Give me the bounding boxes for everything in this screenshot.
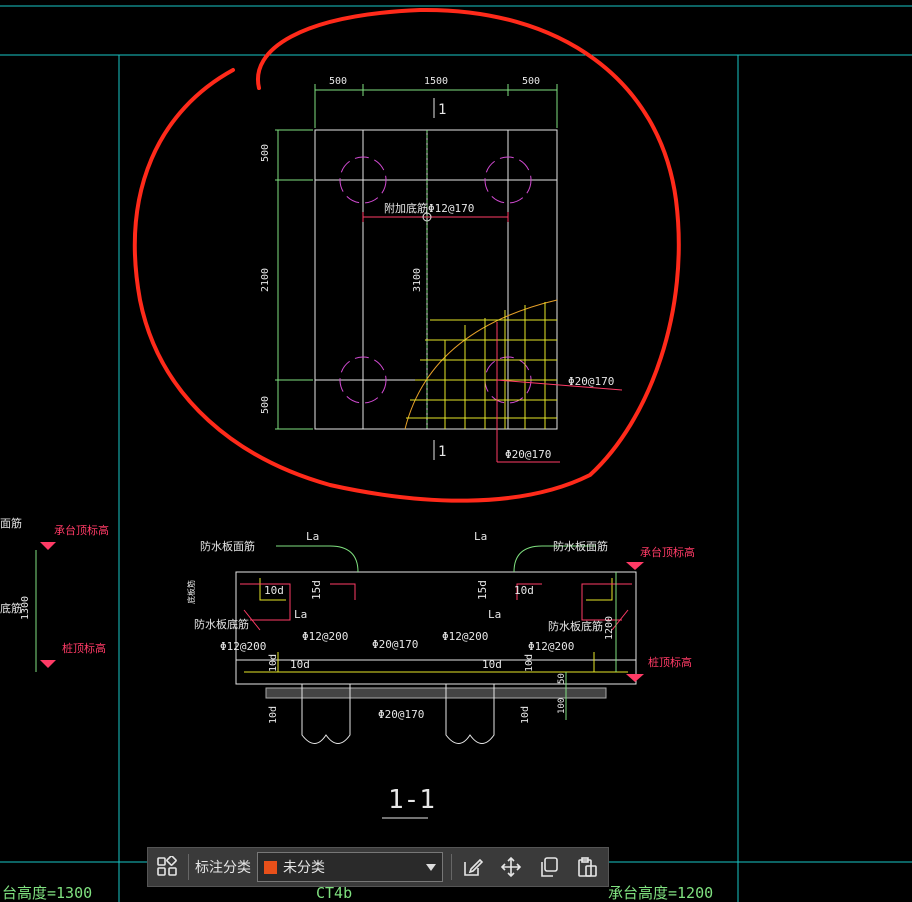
section-10d-7: 10d <box>268 706 279 724</box>
section-15d-right: 15d <box>476 580 489 600</box>
section-rebar-5: Φ12@200 <box>528 640 574 653</box>
section-wp-top-right: 防水板面筋 <box>553 539 608 553</box>
plan-dim-left-2: 2100 <box>260 268 271 292</box>
section-mark-top: 1 <box>438 102 446 118</box>
section-cap-top-right: 承台顶标高 <box>640 545 695 559</box>
plan-dim-top-2: 1500 <box>424 76 448 87</box>
plan-dim-top-1: 500 <box>329 76 347 87</box>
section-dim-1300: 1300 <box>20 596 31 620</box>
edit-icon <box>464 858 484 876</box>
toolbar-separator <box>451 854 452 880</box>
toolbar-separator <box>188 854 189 880</box>
section-10d-1: 10d <box>264 584 284 597</box>
category-selected-value: 未分类 <box>283 860 325 876</box>
annotation-ellipse <box>132 7 681 503</box>
section-15d-left: 15d <box>310 580 323 600</box>
plan-dim-center: 3100 <box>412 268 423 292</box>
section-rebar-6: Φ20@170 <box>378 708 424 721</box>
plan-label-right: Φ20@170 <box>568 375 614 388</box>
section-pile-top-right: 桩顶标高 <box>648 655 692 669</box>
section-pile-top-left: 桩顶标高 <box>62 641 106 655</box>
section-rebar-4: Φ12@200 <box>442 630 488 643</box>
section-10d-5: 10d <box>268 654 279 672</box>
grid-icon <box>157 856 177 876</box>
section-10d-8: 10d <box>520 706 531 724</box>
plan-label-extra-bottom: 附加底筋Φ12@170 <box>384 201 474 215</box>
move-button[interactable] <box>495 851 527 883</box>
section-wp-bottom-right: 防水板底筋 <box>548 619 603 633</box>
paste-icon <box>578 857 597 877</box>
annotation-category-select[interactable]: 未分类 <box>257 852 443 882</box>
section-dim-1200: 1200 <box>604 616 615 640</box>
bottom-center-id: CT4b <box>316 884 352 902</box>
section-dim-100: 100 <box>557 698 567 714</box>
copy-icon <box>541 857 558 877</box>
plan-dim-top-3: 500 <box>522 76 540 87</box>
move-icon <box>500 856 522 878</box>
section-10d-4: 10d <box>482 658 502 671</box>
section-rebar-3: Φ20@170 <box>372 638 418 651</box>
section-wp-bottom-left: 防水板底筋 <box>194 617 249 631</box>
drawing-frame <box>0 5 912 902</box>
bottom-right-cap-height: 承台高度=1200 <box>608 884 713 902</box>
left-fragment-top: 面筋 <box>0 516 22 530</box>
chevron-down-icon <box>426 863 436 871</box>
section-la-right: La <box>474 530 487 543</box>
plan-view: 500 1500 500 500 2100 500 3100 1 1 附加底筋Φ… <box>260 76 623 463</box>
section-10d-2: 10d <box>514 584 534 597</box>
section-la-inner-right: La <box>488 608 501 621</box>
section-title: 1-1 <box>388 785 435 815</box>
section-la-left: La <box>306 530 319 543</box>
section-mark-bottom: 1 <box>438 444 446 460</box>
section-rebar-2: Φ12@200 <box>302 630 348 643</box>
section-rebar-1: Φ12@200 <box>220 640 266 653</box>
section-la-inner-left: La <box>294 608 307 621</box>
left-fragment-mid: 底筋 <box>0 601 22 615</box>
section-cap-top-left: 承台顶标高 <box>54 523 109 537</box>
paste-button[interactable] <box>571 851 603 883</box>
plan-dim-left-1: 500 <box>260 144 271 162</box>
section-bottom-tag: 底板筋 <box>186 580 196 604</box>
section-dim-50: 50 <box>557 673 567 684</box>
plan-label-bottom: Φ20@170 <box>505 448 551 461</box>
section-wp-top-left: 防水板面筋 <box>200 539 255 553</box>
edit-button[interactable] <box>457 851 489 883</box>
category-color-swatch <box>264 860 277 874</box>
section-10d-6: 10d <box>524 654 535 672</box>
annotation-toolbar: 标注分类 未分类 <box>147 847 609 887</box>
copy-button[interactable] <box>533 851 565 883</box>
bottom-left-cap-height: 台高度=1300 <box>2 884 92 902</box>
plan-dim-left-3: 500 <box>260 396 271 414</box>
grid-button[interactable] <box>151 851 183 883</box>
annotation-category-label: 标注分类 <box>195 860 251 876</box>
section-10d-3: 10d <box>290 658 310 671</box>
section-view: La La 防水板面筋 防水板面筋 防水板底筋 防水板底筋 底板筋 10d 10… <box>20 523 695 819</box>
